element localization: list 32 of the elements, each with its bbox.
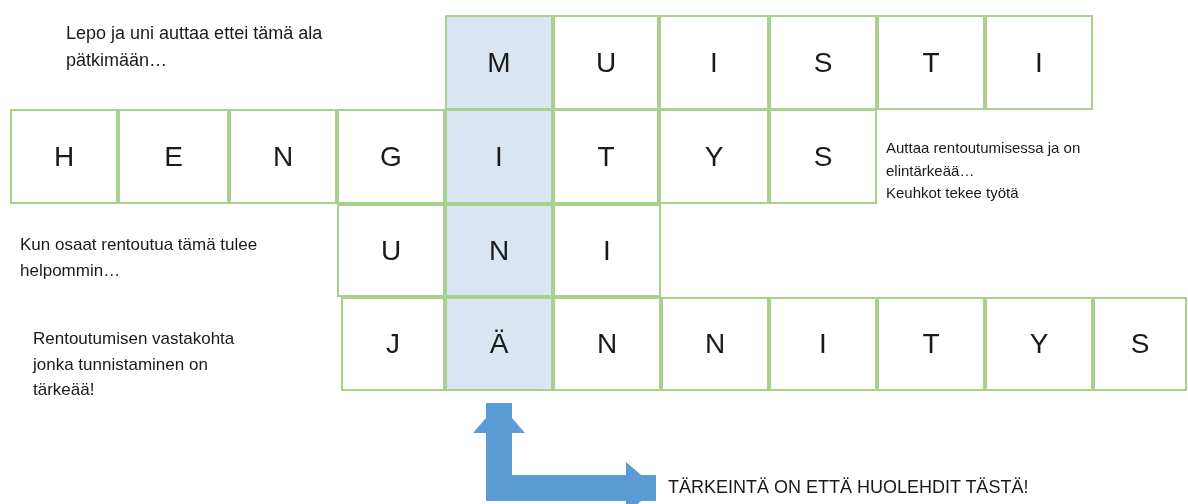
block-arrow [473, 403, 656, 504]
letter-cell: E [118, 109, 229, 204]
clue-text: Lepo ja uni auttaa ettei tämä ala pätkimään… [66, 22, 324, 72]
letter-cell: I [985, 15, 1093, 110]
letter-cell: U [553, 15, 659, 110]
letter-cell: U [337, 204, 445, 297]
instruction-text: TÄRKEINTÄ ON ETTÄ HUOLEHDIT TÄSTÄ! [668, 474, 1029, 500]
highlighted-letter-cell: I [445, 109, 553, 204]
highlighted-letter-cell: Ä [445, 297, 553, 391]
clue-text: Kun osaat rentoutua tämä tulee helpommin… [20, 234, 259, 282]
clue-text: Auttaa rentoutumisessa ja on elintärkeää… [886, 138, 1082, 181]
letter-cell: I [553, 204, 661, 297]
letter-cell: G [337, 109, 445, 204]
letter-cell: Y [985, 297, 1093, 391]
letter-cell: N [229, 109, 337, 204]
highlighted-letter-cell: M [445, 15, 553, 110]
letter-cell: S [769, 15, 877, 110]
letter-cell: T [553, 109, 659, 204]
letter-cell: I [659, 15, 769, 110]
highlighted-letter-cell: N [445, 204, 553, 297]
letter-cell: N [661, 297, 769, 391]
letter-cell: T [877, 297, 985, 391]
letter-cell: I [769, 297, 877, 391]
clue-text: Rentoutumisen vastakohta jonka tunnistaminen on tärkeää! [33, 328, 236, 401]
letter-cell: N [553, 297, 661, 391]
letter-cell: S [769, 109, 877, 204]
letter-cell: T [877, 15, 985, 110]
letter-cell: J [341, 297, 445, 391]
clue-text: Keuhkot tekee työtä [886, 183, 1020, 203]
letter-cell: S [1093, 297, 1187, 391]
letter-cell: H [10, 109, 118, 204]
letter-cell: Y [659, 109, 769, 204]
